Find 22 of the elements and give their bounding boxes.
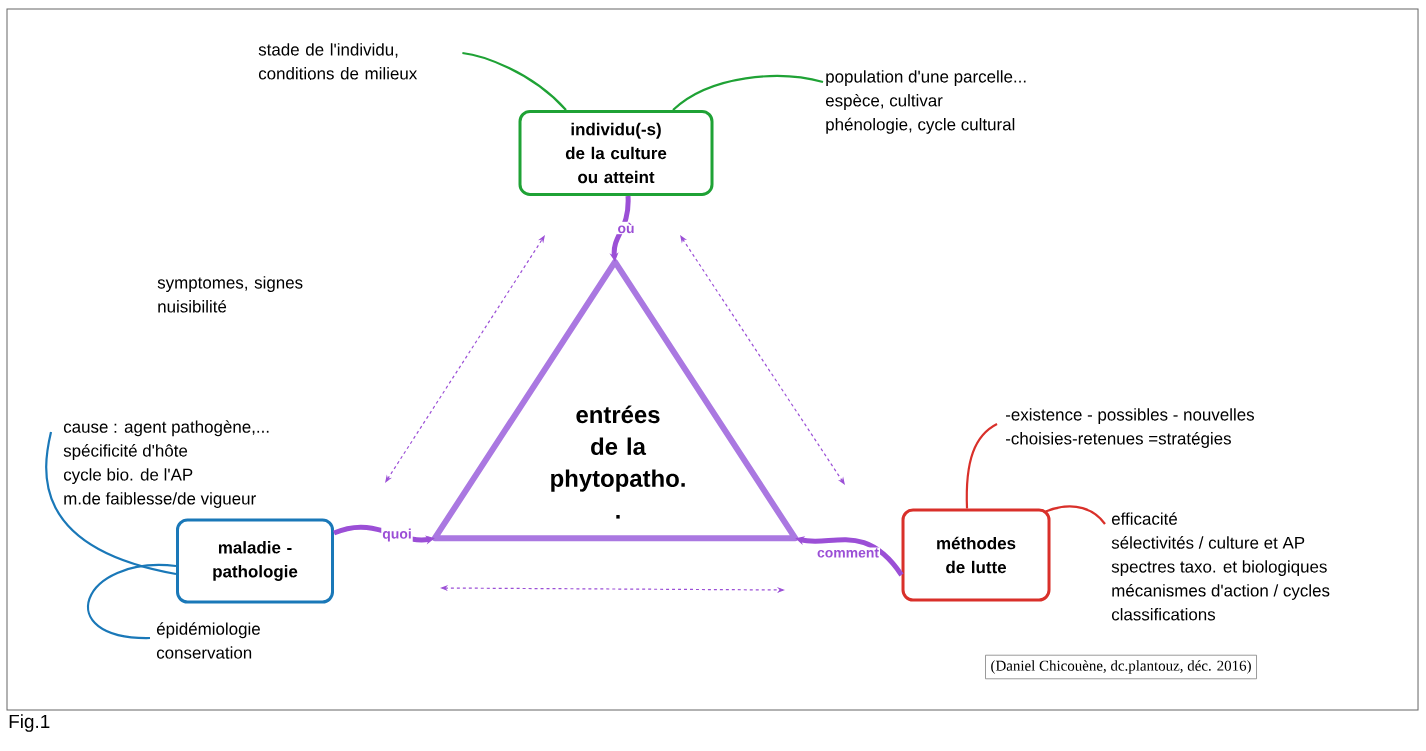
connector bbox=[965, 423, 998, 509]
note-text: épidémiologie conservation bbox=[156, 622, 260, 659]
edge-label: comment bbox=[816, 547, 880, 559]
connector bbox=[45, 431, 177, 576]
note-text: cause : agent pathogène,... spécificité d'hôte cycle bio. de l'AP m.de faiblesse/de vigueur bbox=[63, 420, 269, 508]
connector bbox=[462, 51, 567, 111]
rounded-box: individu(-s) de la culture ou atteint bbox=[518, 110, 714, 196]
note-text: population d'une parcelle... espèce, cultivar phénologie, cycle cultural bbox=[825, 70, 1026, 134]
note-text: stade de l'individu, conditions de milieux bbox=[258, 43, 418, 80]
edge-label: où bbox=[616, 221, 636, 235]
edge-label: quoi bbox=[381, 527, 413, 543]
note-text: -existence - possibles - nouvelles -choisies-retenues =stratégies bbox=[1005, 408, 1254, 448]
note-text: efficacité sélectivités / culture et AP spectres taxo. et biologiques mécanismes d'action / cycles classifications bbox=[1111, 512, 1330, 621]
note-text: symptomes, signes nuisibilité bbox=[157, 276, 303, 313]
connector bbox=[672, 75, 824, 111]
connector bbox=[87, 564, 177, 640]
rounded-box: maladie - pathologie bbox=[176, 518, 334, 604]
rounded-box: méthodes de lutte bbox=[901, 508, 1051, 602]
triangle: entrées de la phytopatho. . bbox=[431, 258, 799, 542]
credit-note: (Daniel Chicouène, dc.plantouz, déc. 2016) bbox=[985, 654, 1257, 680]
connector bbox=[1045, 505, 1106, 525]
figure-caption: Fig.1 bbox=[9, 714, 50, 732]
